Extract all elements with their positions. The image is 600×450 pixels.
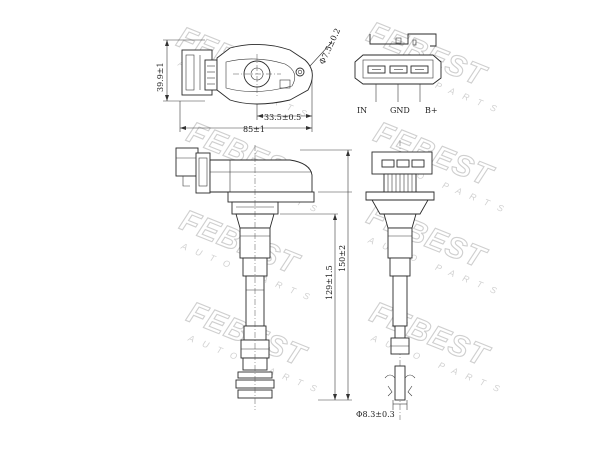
- side-view-right: Φ8.3±0.3: [356, 140, 435, 420]
- side-view-left: [175, 145, 315, 410]
- connector-pin-view: IN GND B+: [354, 33, 442, 115]
- dim-width: 85±1: [243, 125, 265, 134]
- length-dimensions: 129±1.5 150±2: [280, 149, 352, 401]
- pin-label-bplus: B+: [425, 106, 438, 115]
- dim-tip-dia: Φ8.3±0.3: [356, 410, 395, 419]
- dim-length-total: 150±2: [338, 245, 347, 272]
- pin-label-in: IN: [357, 106, 367, 115]
- pin-label-gnd: GND: [390, 106, 410, 115]
- dim-offset: 33.5±0.5: [264, 113, 301, 122]
- dim-height-top: 39.9±1: [156, 62, 165, 92]
- dim-length-inner: 129±1.5: [325, 265, 334, 300]
- dim-hole-dia: Φ7.5±0.2: [318, 27, 343, 66]
